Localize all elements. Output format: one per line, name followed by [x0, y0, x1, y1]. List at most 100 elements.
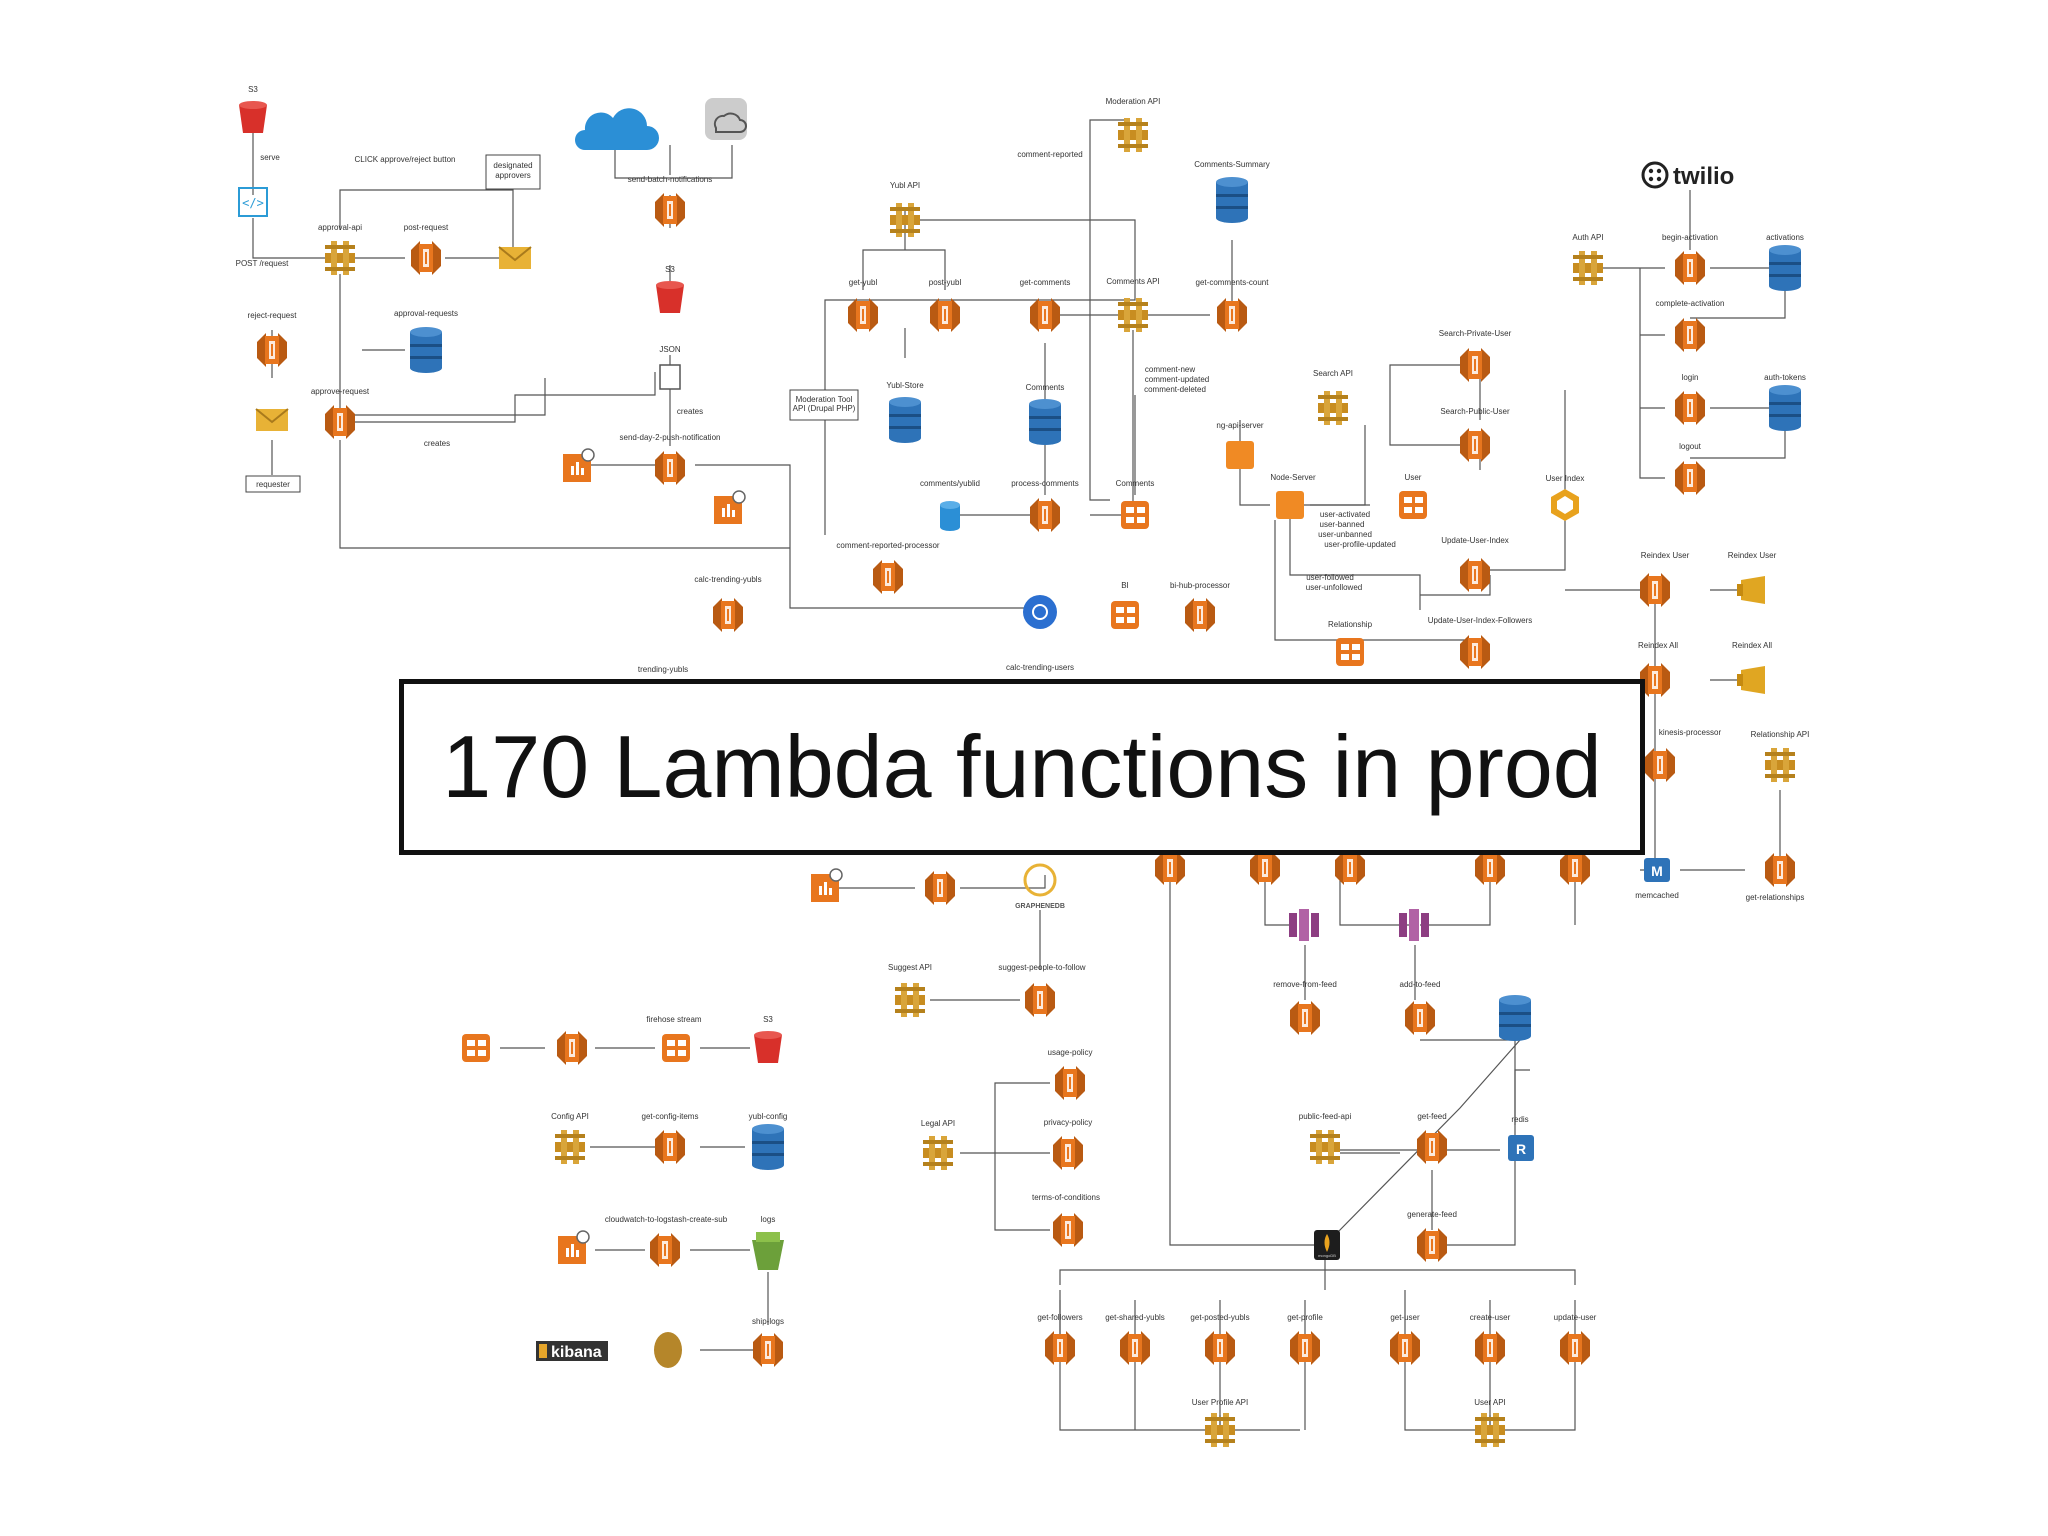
get-yubl-lambda-icon: [848, 298, 878, 332]
label-user-profile-api: User Profile API: [1192, 1398, 1248, 1407]
label-s3-bottom: S3: [763, 1015, 773, 1024]
suggest-people-lambda-icon: [1025, 983, 1055, 1017]
label-bi-hub-processor: bi-hub-processor: [1170, 581, 1230, 590]
label-post-request: post-request: [404, 223, 449, 232]
label-serve: serve: [260, 153, 280, 162]
label-complete-activation: complete-activation: [1656, 299, 1725, 308]
label-begin-activation: begin-activation: [1662, 233, 1718, 242]
svg-text:M: M: [1651, 863, 1663, 879]
reindex-all-trigger-icon: [1737, 666, 1765, 694]
requester-box: [245, 475, 301, 493]
yubl-store-table-icon: [889, 397, 921, 443]
legal-api-gateway-icon: [923, 1136, 953, 1170]
comment-reported-processor-lambda-icon: [873, 560, 903, 594]
label-yubl-api: Yubl API: [890, 181, 920, 190]
ng-api-server-icon: [1226, 441, 1254, 469]
complete-activation-lambda-icon: [1675, 318, 1705, 352]
graphenedb-icon: [1023, 863, 1057, 897]
label-legal-api: Legal API: [921, 1119, 955, 1128]
label-approval-requests: approval-requests: [394, 309, 458, 318]
label-moderation-api: Moderation API: [1106, 97, 1161, 106]
reject-request-lambda-icon: [257, 333, 287, 367]
user-index-icon: [1551, 489, 1579, 521]
label-moderation-tool-1: Moderation Tool: [796, 395, 853, 404]
label-generate-feed: generate-feed: [1407, 1210, 1457, 1219]
label-comments-table: Comments: [1026, 383, 1065, 392]
relationship-stream-icon: [1336, 638, 1364, 666]
label-activations: activations: [1766, 233, 1804, 242]
begin-activation-lambda-icon: [1675, 251, 1705, 285]
search-api-gateway-icon: [1318, 391, 1348, 425]
privacy-policy-lambda-icon: [1053, 1136, 1083, 1170]
label-creates-2: creates: [677, 407, 703, 416]
cloudwatch-logstash-lambda-icon: [650, 1233, 680, 1267]
logs-icon: [752, 1240, 784, 1270]
label-comment-reported: comment-reported: [1017, 150, 1082, 159]
label-suggest-people: suggest-people-to-follow: [998, 963, 1085, 972]
add-to-feed-lambda-icon: [1405, 1001, 1435, 1035]
label-yubl-config: yubl-config: [749, 1112, 788, 1121]
s3-bucket-icon: [239, 101, 267, 133]
user-stream-icon: [1399, 491, 1427, 519]
label-ship-logs: ship-logs: [752, 1317, 784, 1326]
label-reindex-all-1: Reindex All: [1638, 641, 1678, 650]
get-user-lambda-icon: [1390, 1331, 1420, 1365]
get-comments-count-lambda-icon: [1217, 298, 1247, 332]
comments-api-gateway-icon: [1118, 298, 1148, 332]
label-yubl-store: Yubl-Store: [886, 381, 924, 390]
caption-text: 170 Lambda functions in prod: [442, 717, 1602, 816]
label-auth-tokens: auth-tokens: [1764, 373, 1806, 382]
label-user-index: User Index: [1546, 474, 1585, 483]
label-get-comments-count: get-comments-count: [1196, 278, 1270, 287]
user-profile-api-gateway-icon: [1205, 1413, 1235, 1447]
s3-bucket-icon: [754, 1031, 782, 1063]
search-private-user-lambda-icon: [1460, 348, 1490, 382]
process-comments-lambda-icon: [1030, 498, 1060, 532]
label-comments-api: Comments API: [1106, 277, 1159, 286]
s3-bucket-icon: [656, 281, 684, 313]
label-comment-updated: comment-updated: [1145, 375, 1209, 384]
get-config-items-lambda-icon: [655, 1130, 685, 1164]
update-user-index-lambda-icon: [1460, 558, 1490, 592]
apple-cloud-icon: [705, 98, 747, 140]
kibana-logo-box: [536, 1341, 608, 1361]
graphenedb-logo: GRAPHENEDB: [1015, 903, 1065, 910]
label-comments-stream: Comments: [1116, 479, 1155, 488]
generate-feed-lambda-icon: [1417, 1228, 1447, 1262]
label-s3-top: S3: [248, 85, 258, 94]
label-reject-request: reject-request: [248, 311, 298, 320]
approve-request-lambda-icon: [325, 405, 355, 439]
public-feed-api-gateway-icon: [1310, 1130, 1340, 1164]
label-json: JSON: [659, 345, 681, 354]
label-memcached: memcached: [1635, 891, 1679, 900]
label-trending-yubls: trending-yubls: [638, 665, 688, 674]
label-get-comments: get-comments: [1020, 278, 1071, 287]
calc-trending-users-lambda-icon: [925, 871, 955, 905]
label-cloudwatch-logstash: cloudwatch-to-logstash-create-sub: [605, 1215, 728, 1224]
label-user-unfollowed: user-unfollowed: [1306, 583, 1362, 592]
html-page-icon: [238, 187, 268, 217]
label-kinesis-processor: kinesis-processor: [1659, 728, 1722, 737]
label-comments-summary: Comments-Summary: [1194, 160, 1270, 169]
get-comments-lambda-icon: [1030, 298, 1060, 332]
label-search-api: Search API: [1313, 369, 1353, 378]
label-get-user: get-user: [1390, 1313, 1420, 1322]
label-user-banned: user-banned: [1320, 520, 1365, 529]
firehose-stream-icon: [662, 1034, 690, 1062]
label-comment-deleted: comment-deleted: [1144, 385, 1206, 394]
get-relationships-lambda-icon: [1765, 853, 1795, 887]
label-logs: logs: [761, 1215, 776, 1224]
auth-tokens-table-icon: [1769, 385, 1801, 431]
lambda-icon: [1155, 851, 1185, 885]
label-moderation-tool-2: API (Drupal PHP): [793, 404, 856, 413]
kinesis-processor-lambda-icon: [1645, 748, 1675, 782]
redis-icon: [1508, 1135, 1534, 1161]
lambda-icon: [557, 1031, 587, 1065]
lambda-icon: [1335, 851, 1365, 885]
label-user-followed: user-followed: [1306, 573, 1354, 582]
label-user-profile-updated: user-profile-updated: [1324, 540, 1396, 549]
label-get-config-items: get-config-items: [642, 1112, 699, 1121]
label-get-yubl: get-yubl: [849, 278, 878, 287]
label-get-followers: get-followers: [1037, 1313, 1082, 1322]
